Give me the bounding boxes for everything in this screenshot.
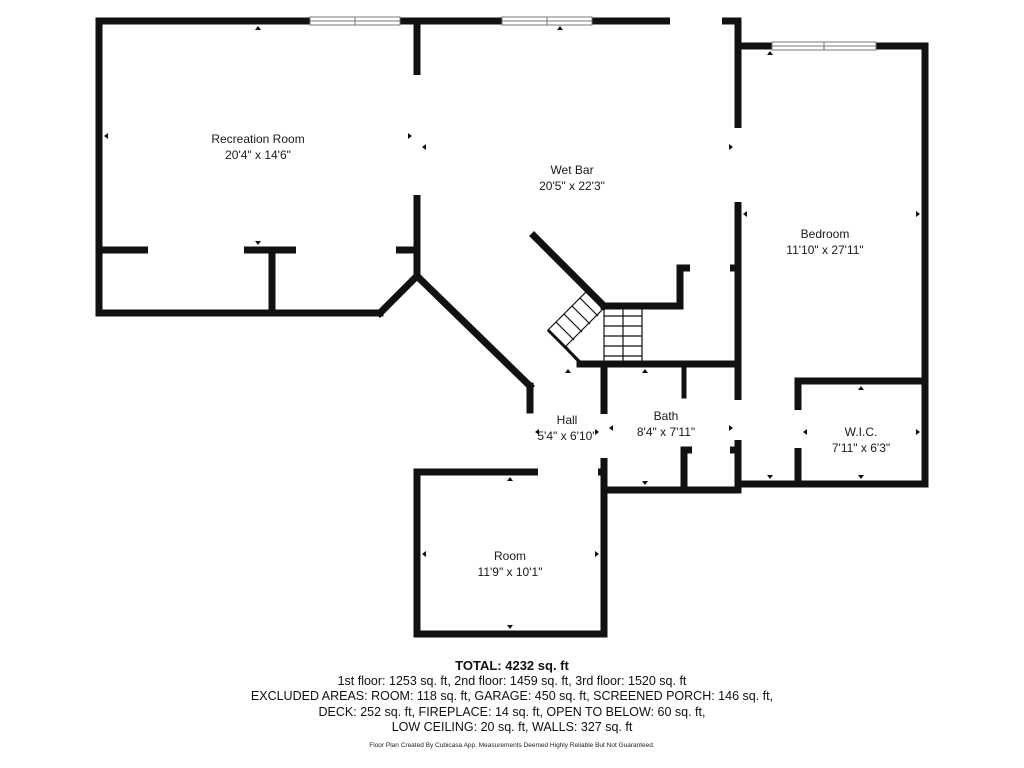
total-area: TOTAL: 4232 sq. ft <box>455 658 569 673</box>
window <box>501 16 593 26</box>
room-walls <box>413 468 608 638</box>
room-label-room: Room <box>494 549 526 563</box>
room-dimensions-hall: 5'4" x 6'10" <box>537 429 596 443</box>
room-label-recreation-room: Recreation Room <box>211 132 304 146</box>
floor-plan: Recreation Room 20'4" x 14'6" Wet Bar 20… <box>95 16 929 638</box>
room-label-bath: Bath <box>654 409 679 423</box>
credit-note: Floor Plan Created By Cubicasa App. Meas… <box>369 742 655 749</box>
room-dimensions-wic: 7'11" x 6'3" <box>832 441 890 455</box>
staircase <box>546 289 643 366</box>
room-label-wic: W.I.C. <box>845 425 878 439</box>
window <box>309 16 401 26</box>
hall-openings <box>525 414 609 462</box>
room-dimensions-bath: 8'4" x 7'11" <box>637 425 695 439</box>
room-dimensions-bedroom: 11'10" x 27'11" <box>786 243 863 257</box>
room-label-wet-bar: Wet Bar <box>550 163 593 177</box>
wet-bar-openings <box>670 16 743 273</box>
window <box>771 41 877 51</box>
dimension-markers <box>104 26 920 629</box>
room-dimensions-wet-bar: 20'5" x 22'3" <box>539 179 605 193</box>
wet-bar-walls <box>412 17 742 414</box>
floor-areas: 1st floor: 1253 sq. ft, 2nd floor: 1459 … <box>337 673 687 688</box>
room-dimensions-room: 11'9" x 10'1" <box>478 565 543 579</box>
recreation-room-walls <box>95 17 422 318</box>
recreation-room-openings <box>148 75 422 255</box>
excluded-areas-line-2: DECK: 252 sq. ft, FIREPLACE: 14 sq. ft, … <box>318 704 706 719</box>
area-summary: TOTAL: 4232 sq. ft 1st floor: 1253 sq. f… <box>0 658 1024 736</box>
bedroom-walls <box>734 42 929 494</box>
room-label-bedroom: Bedroom <box>801 227 850 241</box>
excluded-areas-line-1: EXCLUDED AREAS: ROOM: 118 sq. ft, GARAGE… <box>250 689 774 703</box>
excluded-areas-line-3: LOW CEILING: 20 sq. ft, WALLS: 327 sq. f… <box>391 720 633 734</box>
room-label-hall: Hall <box>557 413 578 427</box>
room-dimensions-recreation-room: 20'4" x 14'6" <box>225 148 291 162</box>
